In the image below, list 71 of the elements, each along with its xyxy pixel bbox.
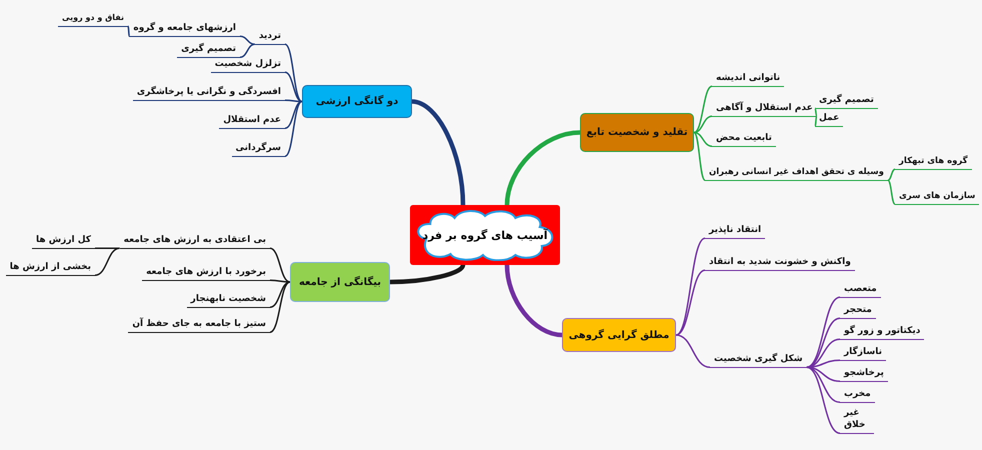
subtopic-label: ناتوانی اندیشه	[712, 72, 784, 87]
connector-line	[676, 270, 706, 336]
connector-line	[95, 248, 120, 249]
subtopic-label: نفاق و دو رویی	[58, 12, 128, 27]
subtopic-label: تردید	[254, 30, 285, 45]
subtopic-label: غیر خلاق	[840, 407, 874, 434]
connector-line	[284, 100, 302, 157]
connector-line	[240, 36, 255, 45]
connector-line	[694, 132, 712, 147]
branch-line	[390, 264, 466, 284]
connector-line	[270, 248, 290, 283]
subtopic-label: متحجر	[840, 304, 876, 319]
connector-line	[284, 100, 302, 129]
subtopic-label: شکل گیری شخصیت	[710, 353, 807, 368]
subtopic-label: سرگردانی	[232, 142, 285, 157]
subtopic-label: مخرب	[840, 388, 875, 403]
branch-line	[412, 99, 466, 206]
connector-line	[806, 318, 840, 368]
subtopic-label: ارزشهای جامعه و گروه	[129, 22, 240, 37]
branch-line	[504, 130, 580, 206]
connector-line	[806, 296, 840, 368]
subtopic-label: متعصب	[840, 283, 881, 298]
subtopic-label: ستیز با جامعه به جای حفظ آن	[128, 318, 270, 333]
connector-line	[694, 86, 712, 134]
subtopic-label: واکنش و خشونت شدید به انتقاد	[705, 256, 855, 271]
connector-line	[284, 72, 302, 102]
topic-box: بیگانگی از جامعه	[290, 262, 390, 302]
connector-line	[806, 366, 840, 382]
subtopic-label: گروه های تبهکار	[895, 155, 972, 170]
subtopic-label: بی اعتقادی به ارزش های جامعه	[120, 234, 270, 249]
subtopic-label: ناسازگار	[840, 346, 886, 361]
connector-line	[694, 132, 706, 181]
topic-box: مطلق گرایی گروهی	[562, 318, 676, 352]
connector-line	[270, 281, 290, 308]
subtopic-label: عمل	[815, 112, 844, 127]
subtopic-label: تابعیت محض	[712, 132, 776, 147]
central-topic-box: آسیب های گروه بر فرد	[410, 205, 560, 265]
subtopic-label: بخشی از ارزش ها	[6, 261, 95, 276]
subtopic-label: تصمیم گیری	[177, 43, 240, 58]
subtopic-label: دیکتاتور و زور گو	[840, 325, 924, 340]
connector-line	[284, 44, 302, 102]
branch-line	[504, 264, 562, 338]
subtopic-label: کل ارزش ها	[32, 234, 95, 249]
subtopic-label: وسیله ی تحقق اهداف غیر انسانی رهبران	[705, 166, 888, 181]
connector-line	[814, 108, 818, 117]
subtopic-label: پرخاشجو	[840, 367, 888, 382]
topic-box: تقلید و شخصیت تابع	[580, 113, 694, 152]
subtopic-label: برخورد با ارزش های جامعه	[142, 266, 270, 281]
subtopic-label: عدم استقلال	[219, 114, 285, 129]
connector-line	[888, 168, 896, 181]
connector-line	[270, 281, 290, 333]
connector-line	[694, 116, 712, 134]
subtopic-label: تزلزل شخصیت	[210, 58, 285, 73]
subtopic-label: تصمیم گیری	[815, 94, 878, 109]
connector-line	[814, 116, 818, 126]
connector-line	[284, 100, 302, 102]
connector-line	[270, 280, 290, 283]
connector-line	[806, 366, 840, 434]
connector-line	[676, 334, 710, 368]
subtopic-label: شخصیت نابهنجار	[186, 293, 270, 308]
connector-line	[806, 338, 840, 368]
subtopic-label: انتقاد ناپذیر	[705, 224, 766, 239]
topic-box: دو گانگی ارزشی	[302, 85, 412, 118]
connector-line	[240, 44, 255, 58]
subtopic-label: افسردگی و نگرانی یا پرخاشگری	[132, 86, 285, 101]
connector-line	[127, 26, 130, 36]
subtopic-label: عدم استقلال و آگاهی	[712, 102, 817, 117]
connector-line	[887, 180, 896, 205]
connector-line	[676, 238, 706, 336]
connector-line	[94, 248, 120, 276]
subtopic-label: سازمان های سری	[895, 190, 980, 205]
